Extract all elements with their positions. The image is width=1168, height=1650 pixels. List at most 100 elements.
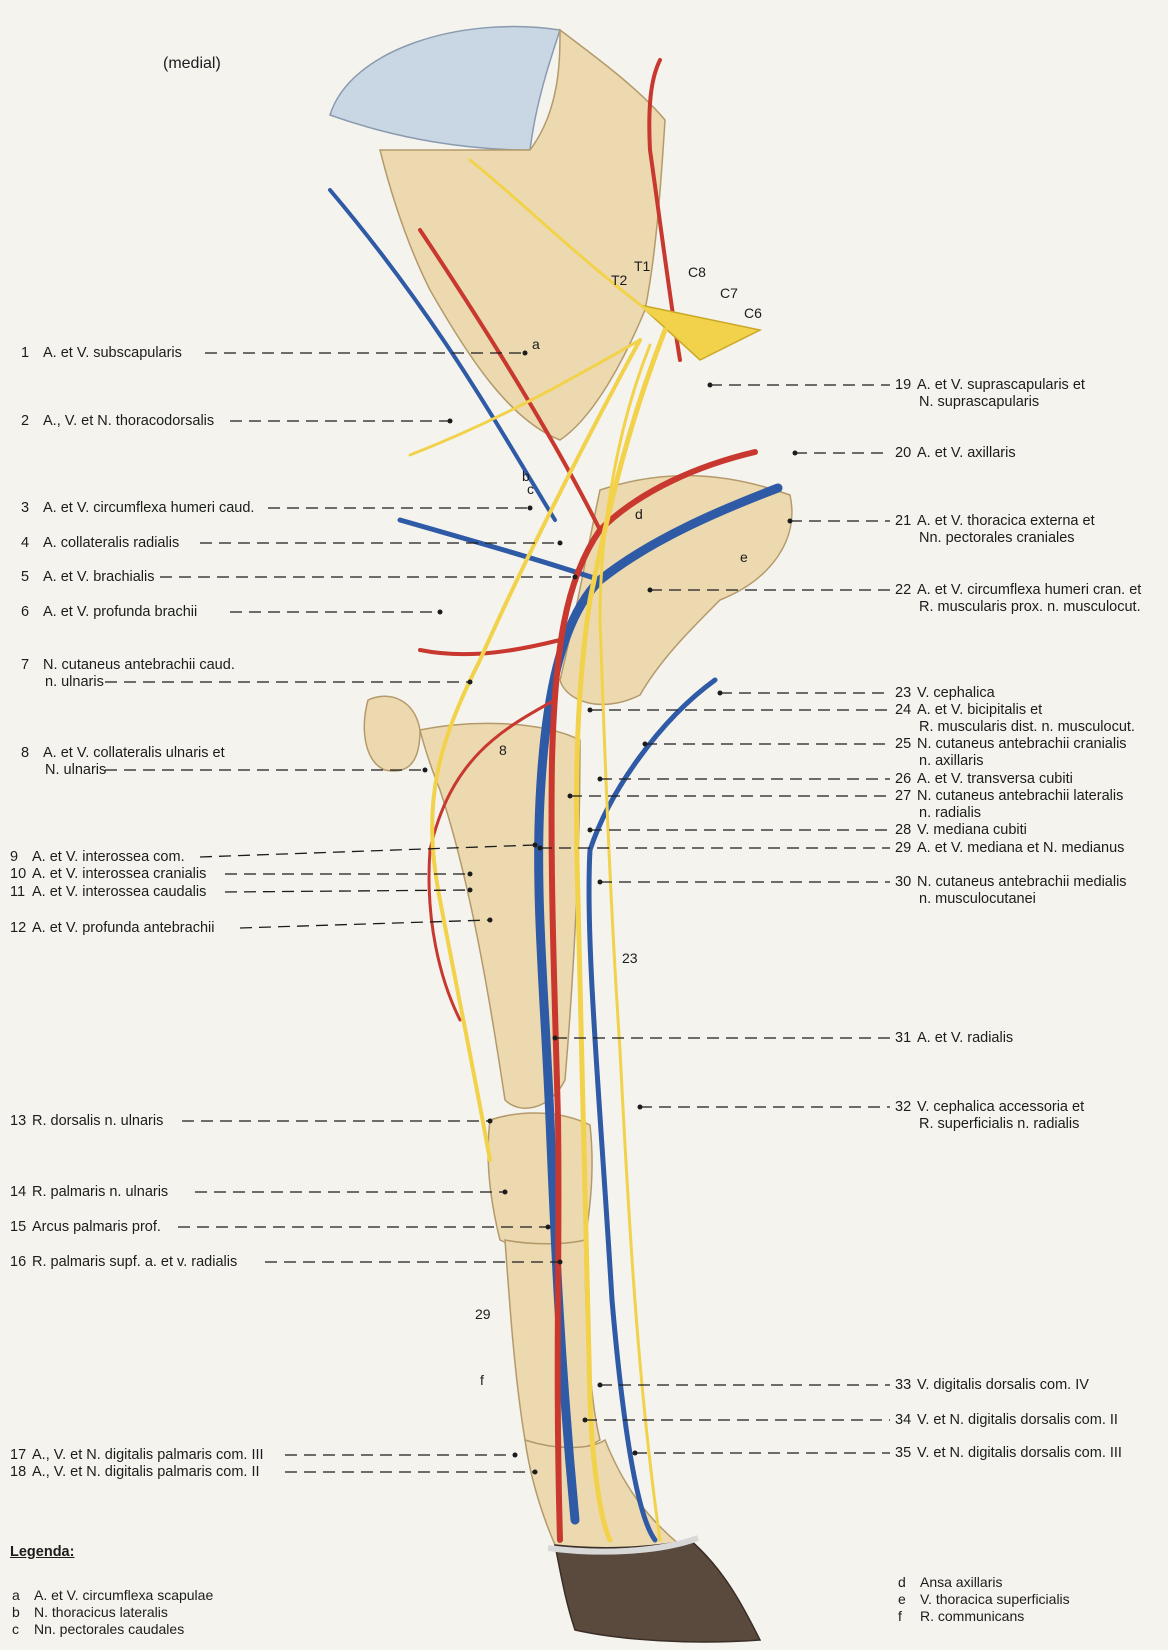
nerve-radial-cutaneous (598, 343, 662, 1542)
leader-27-dot (567, 793, 573, 799)
leader-25-dot (642, 741, 648, 747)
view-label: (medial) (163, 55, 221, 72)
leader-30-dot (597, 879, 603, 885)
leader-8-dot (422, 767, 428, 773)
coronet-hair (547, 1535, 700, 1555)
tag-b: b (522, 468, 530, 484)
vein-branch (397, 517, 603, 583)
brachial-plexus (637, 303, 763, 361)
nerve-suprascapular (468, 158, 662, 322)
leader-17-dot (512, 1452, 518, 1458)
scapular-cartilage (329, 25, 561, 151)
leader-9-dot (532, 842, 538, 848)
leader-10-dot (467, 871, 473, 877)
leader-12 (239, 919, 491, 929)
leader-14-dot (502, 1189, 508, 1195)
artery-collateral-ulnar (427, 698, 557, 1022)
artery-suprascapular (647, 58, 682, 362)
leader-16-dot (557, 1259, 563, 1265)
leader-1-dot (522, 350, 528, 356)
leader-26-dot (597, 776, 603, 782)
leader-29-dot (537, 845, 543, 851)
vein-cephalica (586, 677, 718, 1543)
leader-15-dot (545, 1224, 551, 1230)
leader-3-dot (527, 505, 533, 511)
vein-thoracodorsal (328, 188, 557, 522)
artery-profunda (418, 638, 562, 657)
artery-subscapular (418, 228, 602, 532)
root-label-t2: T2 (611, 272, 628, 288)
tag-8: 8 (499, 742, 507, 758)
leader-5-dot (572, 574, 578, 580)
leader-22-dot (647, 587, 653, 593)
nerve-thoracic (408, 338, 642, 457)
nerve-ulnar (430, 338, 642, 1162)
tag-d: d (635, 506, 643, 522)
forelimb-anatomy (328, 25, 793, 1643)
leader-lines (105, 350, 890, 1475)
leader-20-dot (792, 450, 798, 456)
leader-18-dot (532, 1469, 538, 1475)
leader-24-dot (587, 707, 593, 713)
hoof (554, 1539, 762, 1643)
leader-34-dot (582, 1417, 588, 1423)
leader-31-dot (552, 1035, 558, 1041)
olecranon (363, 695, 421, 772)
leader-23-dot (717, 690, 723, 696)
legend-title: Legenda: (10, 1544, 75, 1560)
tag-f: f (480, 1372, 484, 1388)
root-label-c7: C7 (720, 285, 738, 301)
leader-11-dot (467, 887, 473, 893)
leader-19-dot (707, 382, 713, 388)
leader-7-dot (467, 679, 473, 685)
leader-2-dot (447, 418, 453, 424)
leader-13-dot (487, 1118, 493, 1124)
leader-21-dot (787, 518, 793, 524)
tag-29: 29 (475, 1306, 491, 1322)
tag-c: c (527, 481, 534, 497)
tag-e: e (740, 549, 748, 565)
artery-main (548, 449, 758, 1543)
leader-6-dot (437, 609, 443, 615)
leader-32-dot (637, 1104, 643, 1110)
leader-11 (224, 889, 471, 893)
root-label-c8: C8 (688, 264, 706, 280)
leader-12-dot (487, 917, 493, 923)
leader-28-dot (587, 827, 593, 833)
